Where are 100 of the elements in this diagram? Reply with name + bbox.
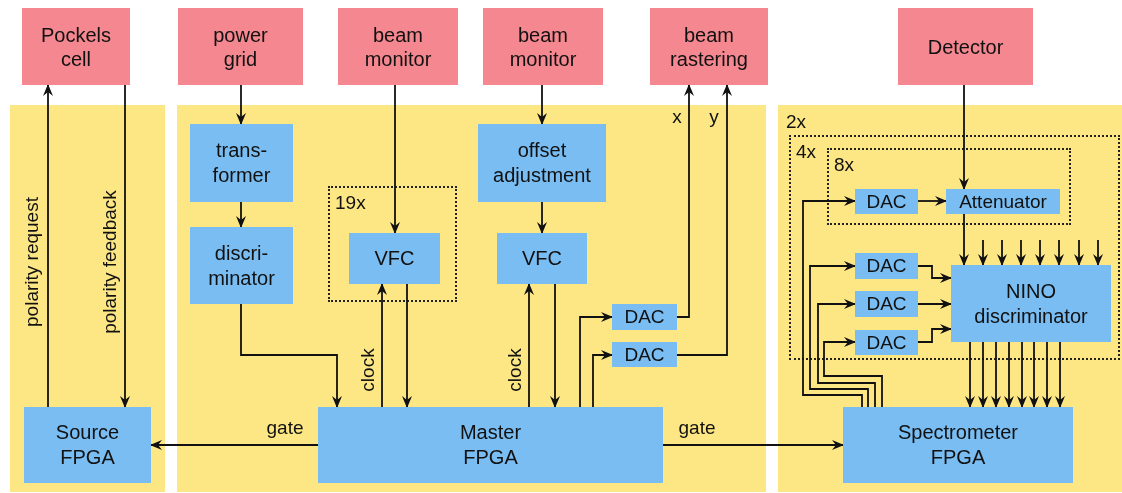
box-label: beam monitor [508,22,578,71]
multiplicity-label: 19x [335,192,366,214]
arrow [537,201,547,234]
arrow [524,283,534,408]
external-device-box [898,8,1033,85]
box-label: Spectrometer FPGA [896,420,1020,470]
box-label: Pockels cell [40,22,112,71]
panel-background [10,105,165,492]
module-box [855,253,918,279]
arrow [965,341,975,408]
module-box [497,233,587,284]
arrow [1016,239,1026,266]
arrow [809,261,869,408]
box-label: Source FPGA [54,420,121,470]
dashed-group-box [328,186,457,302]
box-label: DAC [624,306,665,328]
multiplicity-label: 8x [834,154,855,176]
arrow [991,341,1001,408]
arrow [978,341,988,408]
arrow [1054,239,1064,266]
box-label: beam rastering [669,22,749,71]
external-device-box [483,8,603,85]
arrow [917,324,952,343]
dashed-group-box [789,135,1120,360]
box-label: VFC [374,246,415,271]
arrow [1074,239,1084,266]
arrow [43,84,53,408]
arrow [1055,341,1065,408]
arrow [150,440,319,450]
module-box [946,189,1060,214]
module-box [855,189,918,214]
module-box [318,407,663,483]
module-box [855,330,918,355]
arrow [592,350,613,408]
arrow [402,283,412,408]
arrow [236,201,246,228]
arrow [662,440,844,450]
arrow [1004,341,1014,408]
arrow [236,84,246,125]
edge-label: polarity feedback [99,190,121,334]
arrow [676,84,732,356]
multiplicity-label: 2x [786,111,807,133]
edge-label: x [672,106,682,128]
arrow [959,84,969,190]
box-label: DAC [866,190,907,213]
module-box [349,233,440,284]
external-device-box [338,8,458,85]
module-box [843,407,1073,483]
external-device-box [22,8,130,85]
box-label: DAC [866,293,907,315]
arrow [377,283,387,408]
module-box [612,304,677,330]
arrow [817,299,876,408]
arrow [1093,239,1103,266]
arrow [917,299,952,309]
module-box [190,227,293,304]
arrow [120,84,130,408]
box-label: offset adjustment [492,138,592,188]
module-box [478,124,606,202]
dashed-group-box [827,148,1071,225]
edge-label: gate [678,417,716,439]
external-device-box [178,8,303,85]
box-label: VFC [522,246,562,271]
box-label: discri- minator [207,240,276,291]
box-label: beam monitor [363,22,433,71]
box-label: DAC [866,331,907,354]
panel-background [778,105,1122,492]
box-label: Attenuator [959,190,1047,213]
box-label: DAC [866,255,907,277]
arrow [959,213,969,266]
arrow [676,84,694,318]
edge-label: clock [357,348,379,392]
module-box [951,265,1111,342]
arrow [537,84,547,125]
multiplicity-label: 4x [796,141,817,163]
module-box [24,407,151,483]
arrow [997,239,1007,266]
arrow [390,84,400,234]
edge-label: clock [504,348,526,392]
box-label: power grid [212,22,269,71]
arrow [1042,341,1052,408]
box-label: NINO discriminator [973,278,1089,329]
arrow [917,265,952,283]
module-box [612,342,677,367]
arrow [823,337,883,408]
edge-label: polarity request [21,197,43,327]
arrow [579,312,613,408]
panel-background [177,105,766,492]
box-label: DAC [624,343,665,366]
arrow [550,283,560,408]
arrow [240,303,342,408]
edge-label: y [709,106,719,128]
module-box [190,124,293,202]
arrow [978,239,988,266]
arrow [1029,341,1039,408]
external-device-box [650,8,768,85]
edge-label: gate [266,417,304,439]
arrow [802,196,863,408]
arrow [1017,341,1027,408]
box-label: Detector [927,34,1004,59]
